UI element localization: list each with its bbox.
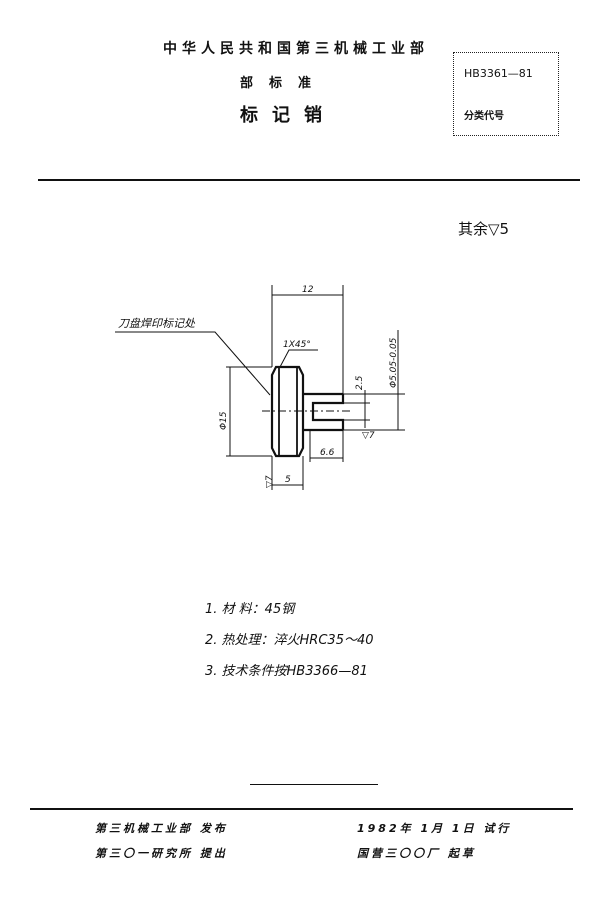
footer-divider xyxy=(30,808,573,810)
effective-date: 1982年 1月 1日 试行 xyxy=(357,822,512,835)
pin-shaft xyxy=(303,392,345,432)
drafted-by: 国营三〇〇厂 起草 xyxy=(357,847,476,860)
dim-length: 12 xyxy=(302,285,314,295)
note-technical-conditions: 3. 技术条件按HB3366—81 xyxy=(205,664,368,679)
finish-head: ▽7 xyxy=(265,475,275,488)
pin-head xyxy=(270,365,305,458)
part-drawing: 12 1X45° 刀盘焊印标记处 Φ15 5 ▽7 6.6 2.5 ▽7 Φ5.… xyxy=(115,285,405,490)
standard-type: 部标准 xyxy=(240,76,328,91)
header-divider xyxy=(38,179,580,181)
dim-chamfer: 1X45° xyxy=(283,340,311,350)
note-material: 1. 材 料：45钢 xyxy=(205,602,295,617)
dim-head-dia: Φ15 xyxy=(219,411,229,430)
code-box: HB3361—81 分类代号 xyxy=(453,52,559,136)
standard-code: HB3361—81 xyxy=(464,67,533,80)
dim-shaft-len: 6.6 xyxy=(320,448,335,458)
classification-label: 分类代号 xyxy=(464,111,504,122)
dim-slot: 2.5 xyxy=(355,375,365,390)
proposed-by: 第三〇一研究所 提出 xyxy=(95,847,228,860)
ministry-title: 中华人民共和国第三机械工业部 xyxy=(163,41,429,57)
issued-by: 第三机械工业部 发布 xyxy=(95,822,228,835)
dim-shaft-dia: Φ5.05-0.05 xyxy=(389,337,399,388)
end-line xyxy=(250,784,378,785)
surface-finish-note: 其余▽5 xyxy=(458,220,510,238)
leader-label: 刀盘焊印标记处 xyxy=(118,317,196,330)
document-title: 标记销 xyxy=(240,105,336,126)
dim-head-width: 5 xyxy=(285,475,291,485)
finish-shaft: ▽7 xyxy=(362,431,375,441)
note-heat-treatment: 2. 热处理：淬火HRC35～40 xyxy=(205,633,374,648)
